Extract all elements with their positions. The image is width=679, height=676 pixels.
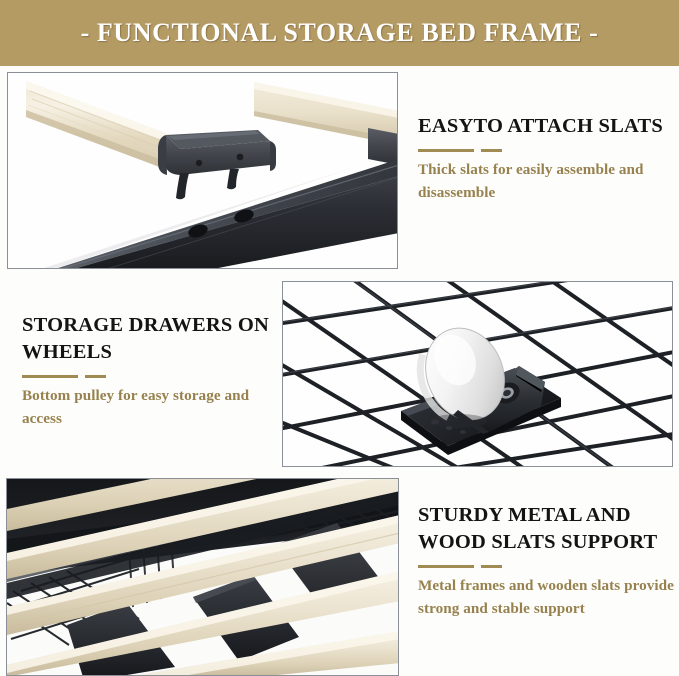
divider-wheels	[22, 375, 280, 379]
divider-slats	[418, 149, 670, 153]
divider-short-bar	[85, 375, 106, 379]
photo-wheels-scene	[283, 282, 672, 466]
feature-block-sturdy-metal-and-wood-slats-support: STURDY METAL AND WOOD SLATS SUPPORT Meta…	[418, 502, 674, 621]
divider-sturdy	[418, 565, 674, 569]
divider-short-bar	[481, 565, 502, 569]
caster-wheel-illustration	[283, 282, 672, 466]
divider-long-bar	[418, 565, 474, 569]
slats-frame-illustration	[7, 479, 398, 675]
feature-heading-slats: EASYTO ATTACH SLATS	[418, 115, 663, 137]
feature-block-storage-drawers-on-wheels: STORAGE DRAWERS ON WHEELS Bottom pulley …	[22, 312, 280, 431]
photo-storage-drawers-on-wheels	[282, 281, 673, 467]
feature-body-slats: Thick slats for easily assemble and disa…	[418, 161, 644, 201]
divider-short-bar	[481, 149, 502, 153]
photo-sturdy-metal-and-wood-slats-support	[6, 478, 399, 676]
divider-long-bar	[418, 149, 474, 153]
header-banner: - FUNCTIONAL STORAGE BED FRAME -	[0, 0, 679, 66]
feature-body-sturdy: Metal frames and wooden slats provide st…	[418, 577, 674, 617]
slats-illustration	[8, 73, 397, 268]
photo-easy-to-attach-slats	[7, 72, 398, 269]
feature-heading-wheels: STORAGE DRAWERS ON WHEELS	[22, 314, 269, 364]
feature-heading-sturdy: STURDY METAL AND WOOD SLATS SUPPORT	[418, 504, 658, 554]
divider-long-bar	[22, 375, 78, 379]
feature-block-easy-to-attach-slats: EASYTO ATTACH SLATS Thick slats for easi…	[418, 113, 670, 205]
page-title: - FUNCTIONAL STORAGE BED FRAME -	[80, 18, 599, 47]
feature-body-wheels: Bottom pulley for easy storage and acces…	[22, 387, 250, 427]
photo-sturdy-scene	[7, 479, 398, 675]
photo-slats-scene	[8, 73, 397, 268]
